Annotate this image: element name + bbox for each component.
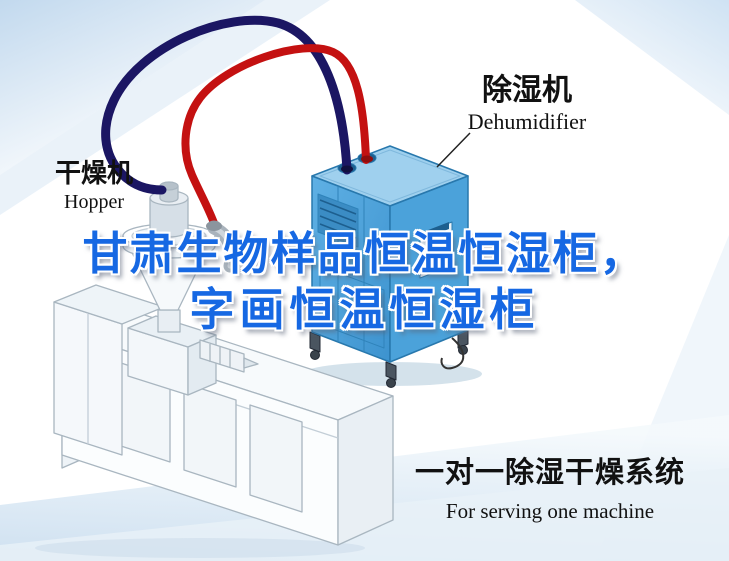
hopper-label-en: Hopper: [64, 191, 124, 214]
red-air-hose: [181, 44, 370, 227]
caption: 一对一除湿干燥系统 For serving one machine: [400, 449, 700, 524]
dehumidifier-label-en: Dehumidifier: [467, 108, 587, 134]
hopper-label-zh: 干燥机: [54, 159, 133, 189]
headline-line1: 甘肃生物样品恒温恒湿柜，: [82, 227, 647, 280]
caption-en: For serving one machine: [445, 499, 655, 523]
hose-flanges: [208, 155, 373, 228]
dehumidifier-callout: 除湿机 Dehumidifier: [438, 74, 616, 134]
caption-zh: 一对一除湿干燥系统: [414, 455, 685, 489]
hopper-callout: 干燥机 Hopper: [18, 159, 170, 214]
dehumidifier-label-zh: 除湿机: [482, 73, 572, 108]
dehumidifier-pointer-line: [436, 132, 471, 168]
headline-line2: 字画恒温恒湿柜: [189, 283, 540, 336]
navy-air-hose: [101, 15, 352, 195]
hopper-dryer: [122, 181, 216, 333]
dehumidifier-unit: [309, 145, 469, 388]
